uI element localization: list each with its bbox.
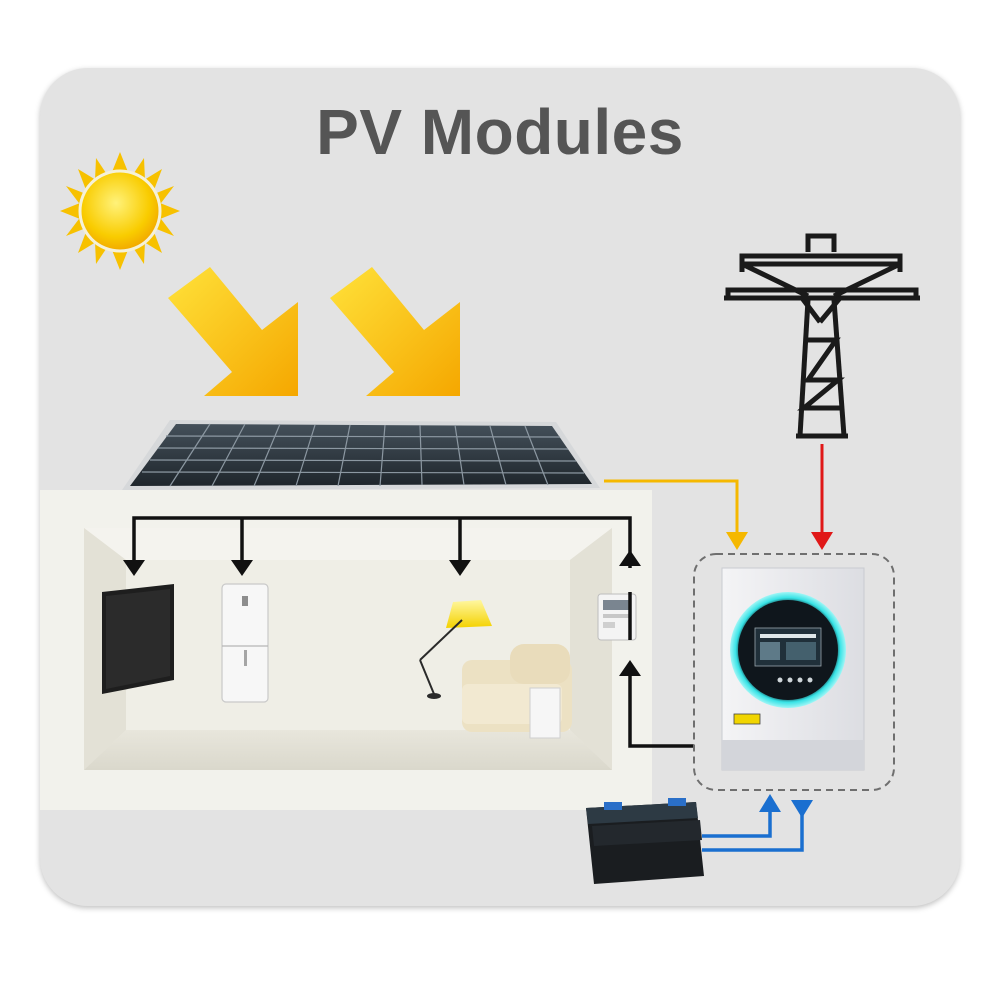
battery-arrow-icon [759,794,813,818]
solar-panel-icon [122,420,600,490]
grid-connection [811,444,833,550]
inverter-icon [693,553,895,791]
pv-connection [604,479,748,550]
sun-icon [60,152,180,270]
energy-meter-icon [597,593,637,641]
fridge-icon [221,583,269,703]
floor-lamp-icon [419,600,492,699]
diagram-title: PV Modules [316,96,684,168]
power-pylon-icon [724,233,920,439]
battery-icon [586,798,704,884]
sofa-icon [462,644,572,739]
battery-connection [702,808,804,852]
load-arrow-icon [123,550,641,676]
tv-icon [102,584,174,694]
sunlight-arrow-icon [168,267,460,396]
